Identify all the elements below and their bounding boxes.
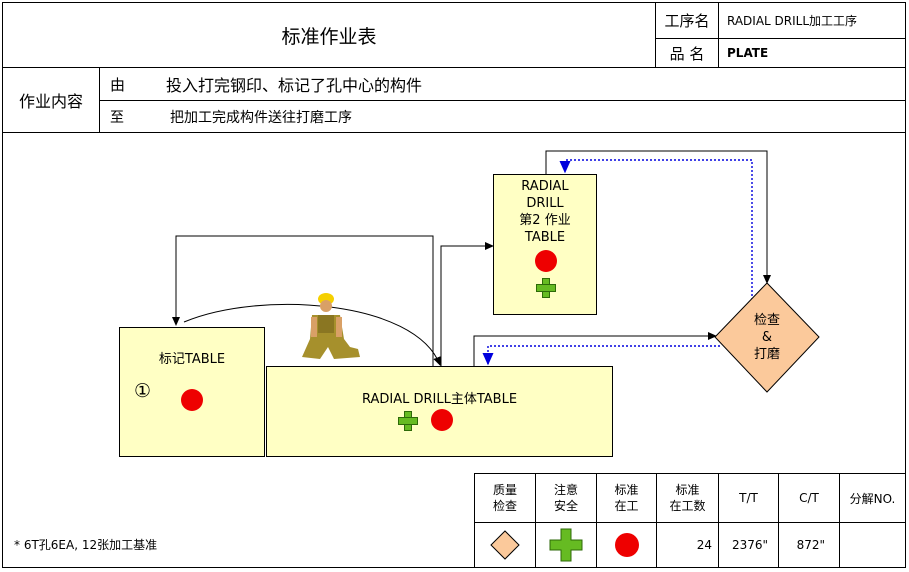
- legend-header-safety: 注意 安全: [535, 473, 597, 523]
- mark-table: 标记TABLE ①: [119, 327, 265, 457]
- flow-return-to-table2: [559, 159, 753, 300]
- footer-note: * 6T孔6EA, 12张加工基准: [14, 538, 158, 552]
- product-label: 品 名: [669, 44, 705, 63]
- legend-header-stock-count: 标准 在工数: [656, 473, 719, 523]
- page-title: 标准作业表: [281, 25, 377, 48]
- inspect-line1: 检查: [753, 313, 780, 328]
- legend-quality-cell: [474, 522, 536, 568]
- legend-breakdown-cell: [839, 522, 906, 568]
- work-to-text: 把加工完成构件送往打磨工序: [170, 109, 352, 126]
- tt-value: 2376": [731, 538, 768, 552]
- legend-header-quality: 质量 检查: [474, 473, 536, 523]
- radial-table-2-line1: RADIAL: [521, 179, 569, 194]
- radial-table-2-line2: DRILL: [526, 196, 564, 211]
- radial-table-2-line3: 第2 作业: [519, 213, 571, 228]
- work-to-label: 至: [110, 109, 124, 126]
- legend-header-standard-stock: 标准 在工: [596, 473, 657, 523]
- quality-diamond-icon: [490, 530, 520, 560]
- legend-standard-stock-cell: [596, 522, 657, 568]
- connector-main-to-mark: [172, 235, 434, 366]
- connector-table2-to-inspect: [545, 150, 771, 284]
- connector-main-to-table2: [440, 242, 494, 366]
- safety-cross-icon: [536, 278, 556, 298]
- flow-return-to-main: [482, 345, 720, 366]
- main-table: RADIAL DRILL主体TABLE: [266, 366, 613, 457]
- legend-stock-count-cell: 24: [656, 522, 719, 568]
- safety-cross-icon: [398, 411, 418, 431]
- mark-table-number: ①: [134, 380, 152, 402]
- mark-table-label: 标记TABLE: [158, 352, 226, 367]
- inspect-line3: 打磨: [753, 347, 780, 362]
- inspect-label: 检查 & 打磨: [725, 312, 809, 363]
- standard-stock-dot: [431, 409, 453, 431]
- main-table-label: RADIAL DRILL主体TABLE: [361, 392, 518, 407]
- radial-table-2: RADIAL DRILL 第2 作业 TABLE: [493, 174, 597, 315]
- inspect-line2: &: [761, 330, 773, 345]
- process-value: RADIAL DRILL加工工序: [727, 14, 858, 28]
- work-label: 作业内容: [18, 92, 83, 111]
- legend-header-tt: T/T: [718, 473, 779, 523]
- standard-stock-dot-icon: [614, 533, 639, 557]
- safety-cross-icon: [549, 528, 583, 562]
- connector-main-to-inspect: [473, 332, 717, 366]
- inspect-diamond: [714, 282, 820, 393]
- legend-safety-cell: [535, 522, 597, 568]
- legend-header-breakdown: 分解NO.: [839, 473, 906, 523]
- standard-stock-dot: [535, 250, 557, 272]
- work-to-row: 至 把加工完成构件送往打磨工序: [99, 100, 906, 133]
- product-value: PLATE: [727, 46, 769, 60]
- work-from-text: 投入打完钢印、标记了孔中心的构件: [166, 76, 423, 95]
- worker-icon: [302, 293, 360, 359]
- legend-ct-cell: 872": [778, 522, 840, 568]
- process-label: 工序名: [664, 12, 710, 30]
- ct-value: 872": [796, 538, 825, 552]
- standard-stock-dot: [181, 389, 203, 411]
- legend-header-ct: C/T: [778, 473, 840, 523]
- legend-tt-cell: 2376": [718, 522, 779, 568]
- work-from-label: 由: [110, 75, 126, 94]
- stock-count-value: 24: [696, 538, 712, 552]
- radial-table-2-line4: TABLE: [524, 230, 566, 245]
